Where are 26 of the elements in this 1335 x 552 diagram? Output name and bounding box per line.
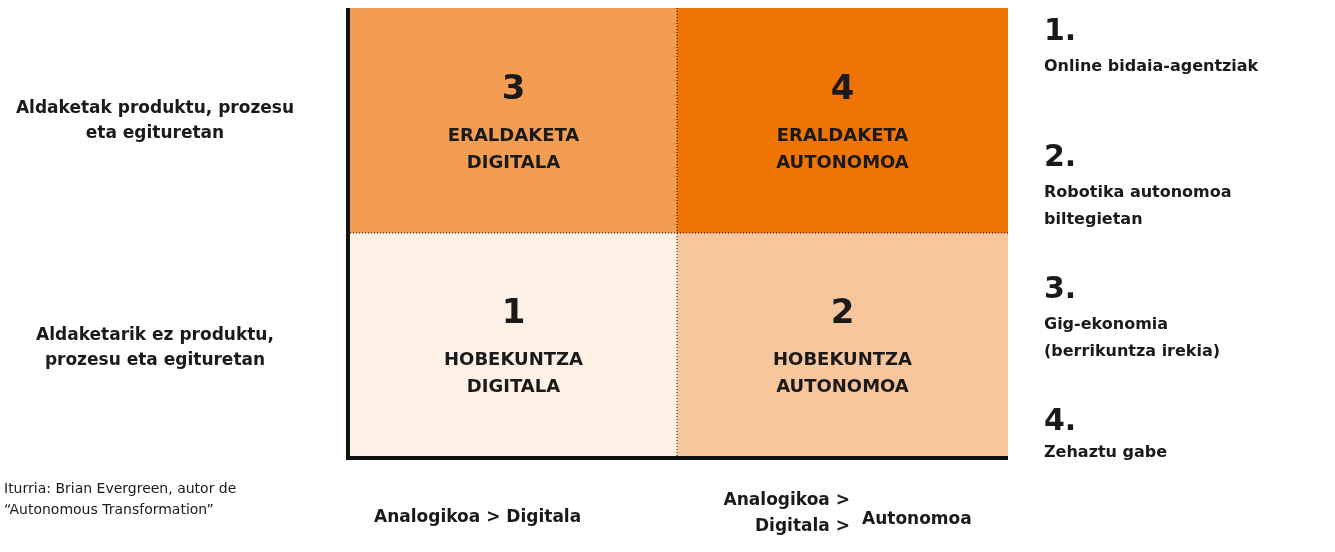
list-item: Online bidaia-agentziak bbox=[1044, 55, 1260, 77]
list-item: Robotika autonomoa biltegietan bbox=[1044, 181, 1233, 230]
quadrant-number: 4 bbox=[830, 66, 855, 107]
source-note: Iturria: Brian Evergreen, autor de “Autonomous Transformation” bbox=[4, 479, 238, 519]
row-label: Aldaketarik ez produktu, prozesu eta egituretan bbox=[35, 323, 275, 371]
row-label: Aldaketak produktu, prozesu eta egituretan bbox=[14, 96, 296, 144]
quadrant-number: 2 bbox=[830, 291, 855, 331]
quadrant-cell bbox=[350, 8, 677, 233]
quadrant-number: 1 bbox=[501, 291, 526, 331]
quadrant-number: 3 bbox=[501, 66, 526, 107]
list-number: 2. bbox=[1044, 138, 1077, 173]
quadrant-title: ERALDAKETA DIGITALA bbox=[446, 122, 581, 174]
quadrant-title: HOBEKUNTZA DIGITALA bbox=[443, 347, 584, 398]
list-number: 4. bbox=[1044, 402, 1077, 437]
quadrant-cell bbox=[350, 233, 677, 457]
axis-label: Analogikoa > Digitala bbox=[374, 506, 582, 526]
quadrant-cell bbox=[677, 233, 1008, 457]
quadrant-title: ERALDAKETA AUTONOMOA bbox=[775, 122, 910, 174]
list-number: 3. bbox=[1044, 270, 1077, 305]
list-item: Zehaztu gabe bbox=[1044, 441, 1169, 463]
quadrant-cell bbox=[677, 8, 1008, 233]
axis-label: Analogikoa > Digitala > bbox=[722, 488, 850, 537]
list-item: Gig-ekonomia (berrikuntza irekia) bbox=[1044, 313, 1222, 362]
list-number: 1. bbox=[1044, 12, 1077, 47]
quadrant-title: HOBEKUNTZA AUTONOMOA bbox=[772, 347, 913, 398]
axis-label: Autonomoa bbox=[862, 508, 972, 528]
